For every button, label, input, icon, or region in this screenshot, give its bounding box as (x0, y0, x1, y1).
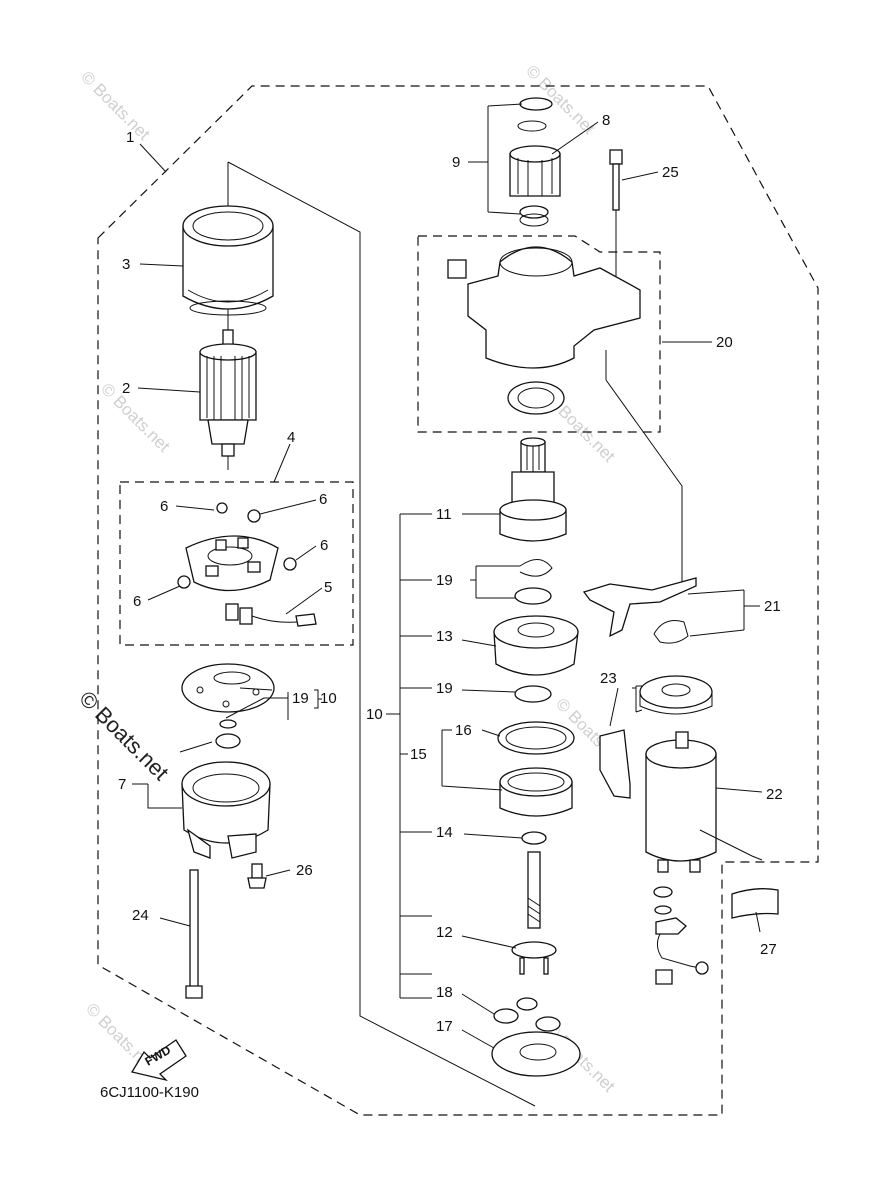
callout-14: 14 (436, 824, 453, 841)
watermark-1: © Boats.net (77, 67, 154, 144)
callout-20: 20 (716, 334, 733, 351)
plate-washer-part (491, 1031, 581, 1077)
callout-24: 24 (132, 907, 149, 924)
callout-23: 23 (600, 670, 617, 687)
axis-line-left (227, 161, 536, 1107)
housing-group-outline (417, 235, 661, 433)
brush-lead-part (225, 603, 317, 627)
callout-2: 2 (122, 380, 130, 397)
callout-21: 21 (764, 598, 781, 615)
callout-12: 12 (436, 924, 453, 941)
callout-1: 1 (126, 129, 134, 146)
planet-gear-part (493, 997, 561, 1032)
shift-lever-part (582, 350, 697, 644)
callout-13: 13 (436, 628, 453, 645)
brush-holder-group-outline (119, 481, 354, 646)
screw-part (247, 863, 267, 889)
callout-7: 7 (118, 776, 126, 793)
through-bolt-part (185, 869, 203, 999)
plunger-set-part (599, 675, 713, 799)
pinion-stopper-set-part (509, 97, 561, 227)
callout-19-left: 19 (292, 690, 309, 707)
ring-gear-part (497, 721, 575, 817)
cable-part (653, 886, 709, 985)
callout-6-right: 6 (320, 537, 328, 554)
planetary-shaft-part (511, 831, 557, 975)
callout-5: 5 (324, 579, 332, 596)
callout-10-left: 10 (320, 690, 337, 707)
callout-4: 4 (287, 429, 295, 446)
callout-25: 25 (662, 164, 679, 181)
callout-19-upper: 19 (436, 572, 453, 589)
callout-18: 18 (436, 984, 453, 1001)
clutch-part (493, 615, 579, 676)
callout-6-top-right: 6 (319, 491, 327, 508)
callout-17: 17 (436, 1018, 453, 1035)
callout-16: 16 (455, 722, 472, 739)
brush-holder-part (177, 502, 297, 592)
callout-10-main: 10 (366, 706, 383, 723)
watermark-3: © Boats.net (97, 379, 174, 456)
solenoid-part (645, 731, 717, 873)
callout-9: 9 (452, 154, 460, 171)
callout-6-top-left: 6 (160, 498, 168, 515)
part-code: 6CJ1100-K190 (100, 1084, 199, 1101)
leader-lines (132, 103, 763, 1049)
pinion-drive-part (499, 437, 567, 542)
cap-part (731, 888, 779, 919)
bracket-10-19 (314, 689, 322, 709)
callout-labels: 1 3 2 4 6 6 6 6 5 19 10 7 8 9 25 20 11 1… (118, 112, 783, 1035)
front-housing-part (447, 246, 641, 415)
callout-6-left: 6 (133, 593, 141, 610)
end-plate-part (181, 663, 275, 749)
callout-15: 15 (410, 746, 427, 763)
long-bolt-part (609, 149, 623, 296)
callout-19-lower: 19 (436, 680, 453, 697)
watermark-prominent: © Boats.net (74, 686, 173, 785)
callout-27: 27 (760, 941, 777, 958)
callout-26: 26 (296, 862, 313, 879)
callout-11: 11 (436, 506, 452, 523)
yoke-part (182, 205, 274, 316)
callout-3: 3 (122, 256, 130, 273)
circlip-part (514, 559, 553, 703)
callout-22: 22 (766, 786, 783, 803)
armature-part (199, 329, 257, 457)
callout-8: 8 (602, 112, 610, 129)
rear-cover-part (181, 761, 271, 859)
